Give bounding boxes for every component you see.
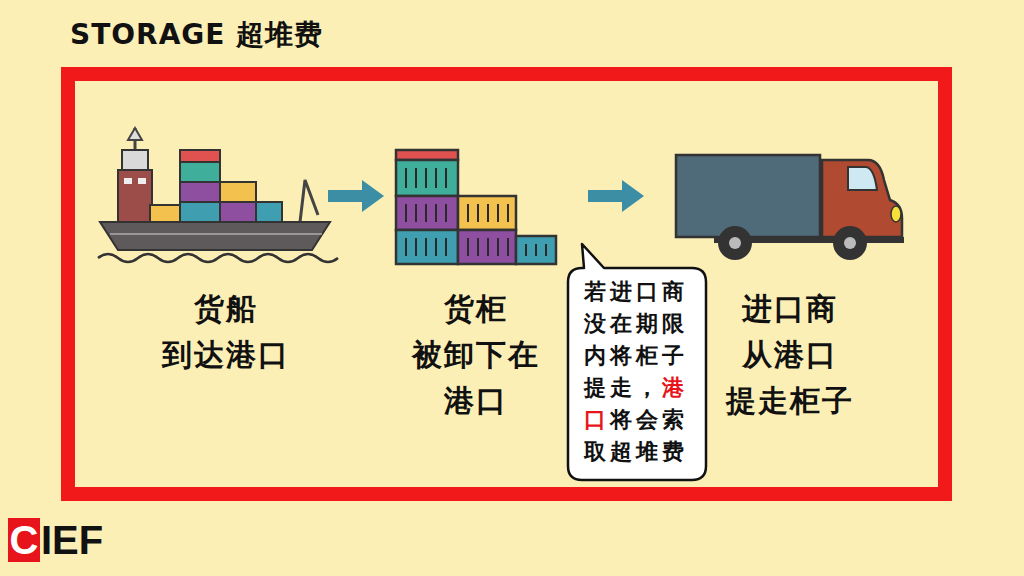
container-rib [525,244,527,256]
truck-illustration [676,155,904,260]
step-caption: 货柜 被卸下在 港口 [412,286,541,424]
container-rib [405,204,407,222]
container-rib [535,244,537,256]
container-rib [487,204,489,222]
container-stack [396,150,556,264]
container-rib [405,238,407,256]
container-rib [477,204,479,222]
container-rib [435,204,437,222]
container-rib [445,168,447,188]
step-caption: 货船 到达港口 [162,286,291,378]
container-rib [467,204,469,222]
speech-bubble: 若进口商没在期限内将柜子提走，港口将会索取超堆费 [568,268,706,480]
container-rib [487,238,489,256]
bubble-outline [568,244,706,480]
callout-text: 若进口商没在期限内将柜子提走，港口将会索取超堆费 [568,268,688,476]
logo-letter: C [8,517,40,563]
container-rib [425,204,427,222]
container-rib [405,168,407,188]
logo-box [8,518,40,562]
container-rib [425,238,427,256]
red-frame [68,74,945,494]
container-rib [467,238,469,256]
container-rib [507,204,509,222]
container-rib [435,238,437,256]
container-rib [507,238,509,256]
container-rib [477,238,479,256]
container-rib [497,204,499,222]
container-rib [415,204,417,222]
ship-illustration [98,128,338,262]
container-rib [445,204,447,222]
container-rib [415,238,417,256]
container-rib [545,244,547,256]
container-rib [425,168,427,188]
step-caption: 进口商 从港口 提走柜子 [726,286,855,424]
container-rib [497,238,499,256]
container-rib [415,168,417,188]
container-rib [435,168,437,188]
container-rib [445,238,447,256]
logo-text: IEF [41,517,103,563]
title: STORAGE 超堆费 [70,16,323,54]
